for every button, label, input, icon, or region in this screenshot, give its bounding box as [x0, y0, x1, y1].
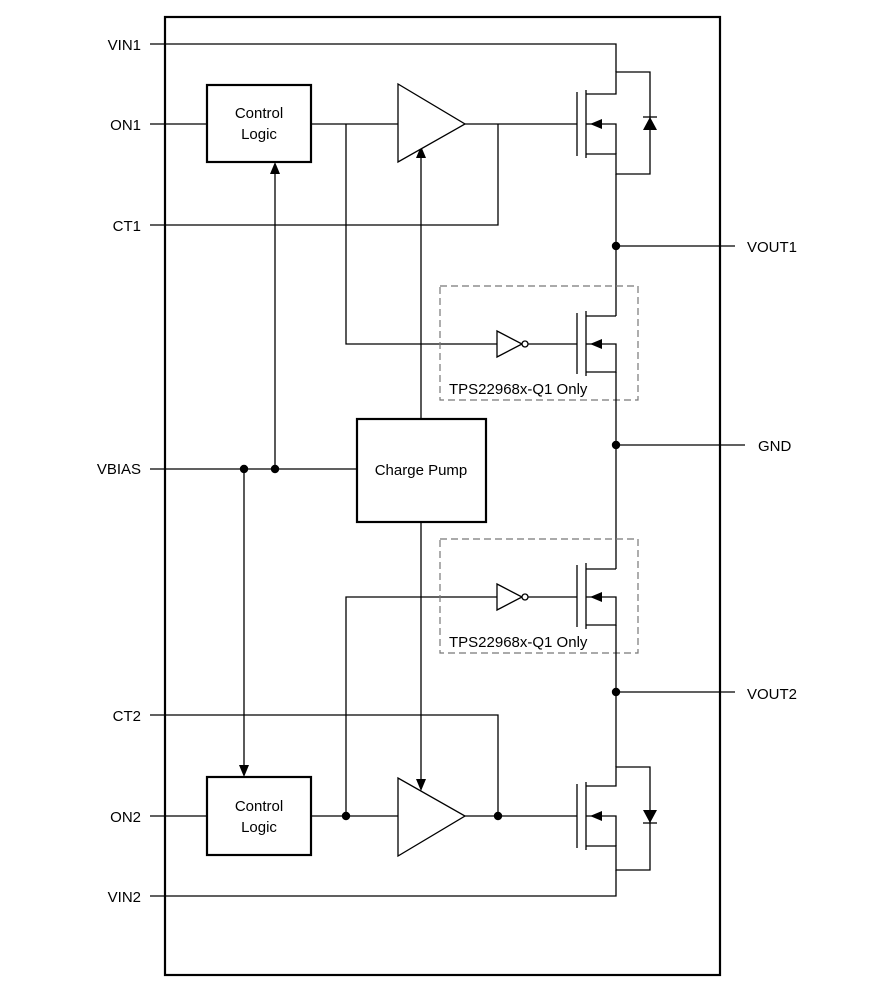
wire-ct2 — [150, 714, 499, 816]
pin-label-on1: ON1 — [110, 117, 141, 134]
wire-cl2-to-inv2 — [345, 596, 497, 816]
junction-dot — [611, 440, 621, 450]
inverter-1-icon — [496, 329, 524, 359]
arrow-down-amp2 — [416, 779, 426, 791]
mosfet-discharge-1-icon — [576, 311, 617, 376]
pin-label-vin2: VIN2 — [108, 889, 141, 906]
wire-vin1 — [150, 43, 617, 72]
junction-dot — [239, 464, 249, 474]
junction-dot — [611, 687, 621, 697]
pin-label-vout2: VOUT2 — [747, 686, 797, 703]
junction-dot — [611, 241, 621, 251]
arrow-up-amp1 — [416, 146, 426, 158]
arrow-up-cl1 — [270, 162, 280, 174]
inverter-1-bubble — [521, 340, 529, 348]
junction-dot — [493, 811, 503, 821]
pin-label-vbias: VBIAS — [97, 461, 141, 478]
control-logic-2-line1: Control — [235, 798, 283, 815]
control-logic-2-line2: Logic — [241, 819, 277, 836]
junction-dot — [341, 811, 351, 821]
inverter-2-bubble — [521, 593, 529, 601]
control-logic-1-block — [205, 83, 313, 164]
control-logic-2-block — [205, 775, 313, 857]
mosfet-2-icon — [576, 766, 657, 871]
wire-cl1-to-inv1 — [345, 124, 497, 345]
pin-label-ct2: CT2 — [113, 708, 141, 725]
charge-pump-label: Charge Pump — [375, 462, 468, 479]
amplifier-1-icon — [397, 82, 467, 164]
discharge-1-note: TPS22968x-Q1 Only — [449, 381, 588, 398]
pin-label-vout1: VOUT1 — [747, 239, 797, 256]
discharge-1-dashed-box — [439, 285, 639, 401]
charge-pump-block — [355, 417, 488, 524]
inverter-2-icon — [496, 582, 524, 612]
pin-label-ct1: CT1 — [113, 218, 141, 235]
amplifier-2-icon — [397, 776, 467, 858]
junction-dot — [270, 464, 280, 474]
pin-label-on2: ON2 — [110, 809, 141, 826]
arrow-down-cl2 — [239, 765, 249, 777]
discharge-2-dashed-box — [439, 538, 639, 654]
pin-label-gnd: GND — [758, 438, 792, 455]
control-logic-1-line2: Logic — [241, 126, 277, 143]
wire-ct1 — [150, 124, 499, 226]
control-logic-1-line1: Control — [235, 105, 283, 122]
pin-label-vin1: VIN1 — [108, 37, 141, 54]
mosfet-1-icon — [576, 71, 657, 175]
wire-vin2 — [150, 870, 617, 897]
mosfet-discharge-2-icon — [576, 563, 617, 629]
chip-outline — [163, 15, 722, 977]
discharge-2-note: TPS22968x-Q1 Only — [449, 634, 588, 651]
